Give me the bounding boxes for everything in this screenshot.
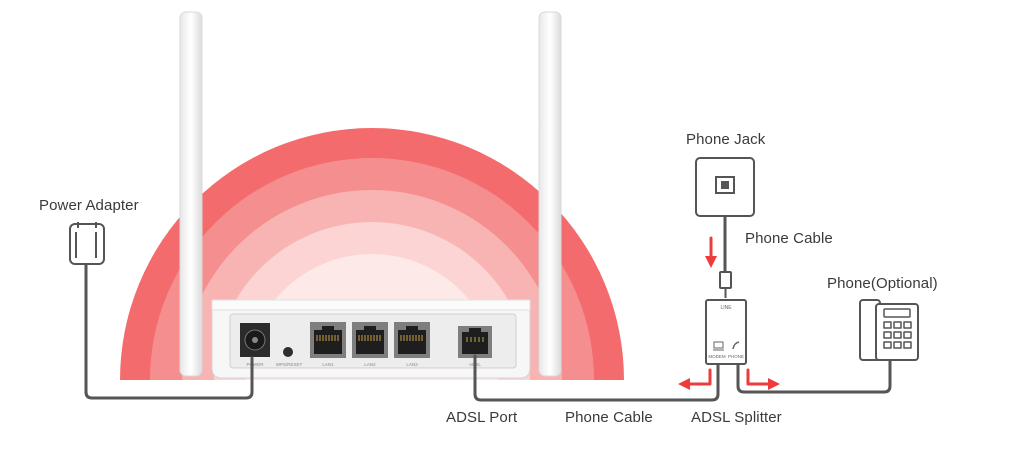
power-cable <box>84 260 254 400</box>
router-icon: POWER WPS/RESET LAN1 LAN2 LAN3 ADSL <box>179 11 562 379</box>
adsl-splitter-icon: LINE MODEM PHONE <box>705 299 747 365</box>
arrow-to-phone <box>746 368 780 390</box>
antenna-right <box>538 11 562 377</box>
port-label-wps-reset: WPS/RESET <box>276 362 303 367</box>
port-label-lan2: LAN2 <box>364 362 376 367</box>
label-phone-optional: Phone(Optional) <box>827 275 938 292</box>
phone-icon <box>859 299 919 361</box>
power-port <box>240 323 270 357</box>
port-label-lan3: LAN3 <box>406 362 418 367</box>
label-phone-jack: Phone Jack <box>686 131 766 148</box>
label-adsl-splitter: ADSL Splitter <box>691 409 782 426</box>
antenna-left <box>179 11 203 377</box>
power-adapter-icon <box>69 222 105 265</box>
phone-jack-icon <box>695 157 755 217</box>
label-adsl-port: ADSL Port <box>446 409 518 426</box>
splitter-label-line: LINE <box>720 305 732 311</box>
wps-reset-button <box>283 347 293 357</box>
label-phone-cable-top: Phone Cable <box>745 230 833 247</box>
adsl-port <box>458 326 492 358</box>
label-phone-cable-bottom: Phone Cable <box>565 409 653 426</box>
port-label-power: POWER <box>246 362 264 367</box>
phone-line-cable <box>736 358 892 394</box>
splitter-label-phone: PHONE <box>728 354 744 359</box>
splitter-label-modem: MODEM <box>708 354 726 359</box>
adsl-phone-cable <box>473 354 720 402</box>
port-label-lan1: LAN1 <box>322 362 334 367</box>
label-power-adapter: Power Adapter <box>39 197 139 214</box>
lan-ports <box>310 322 430 358</box>
lan-port-1 <box>310 322 346 358</box>
lan-port-3 <box>394 322 430 358</box>
phone-plug-icon <box>719 271 732 298</box>
arrow-to-modem <box>678 368 712 390</box>
flow-arrows <box>678 236 780 390</box>
cables <box>84 190 892 402</box>
lan-port-2 <box>352 322 388 358</box>
